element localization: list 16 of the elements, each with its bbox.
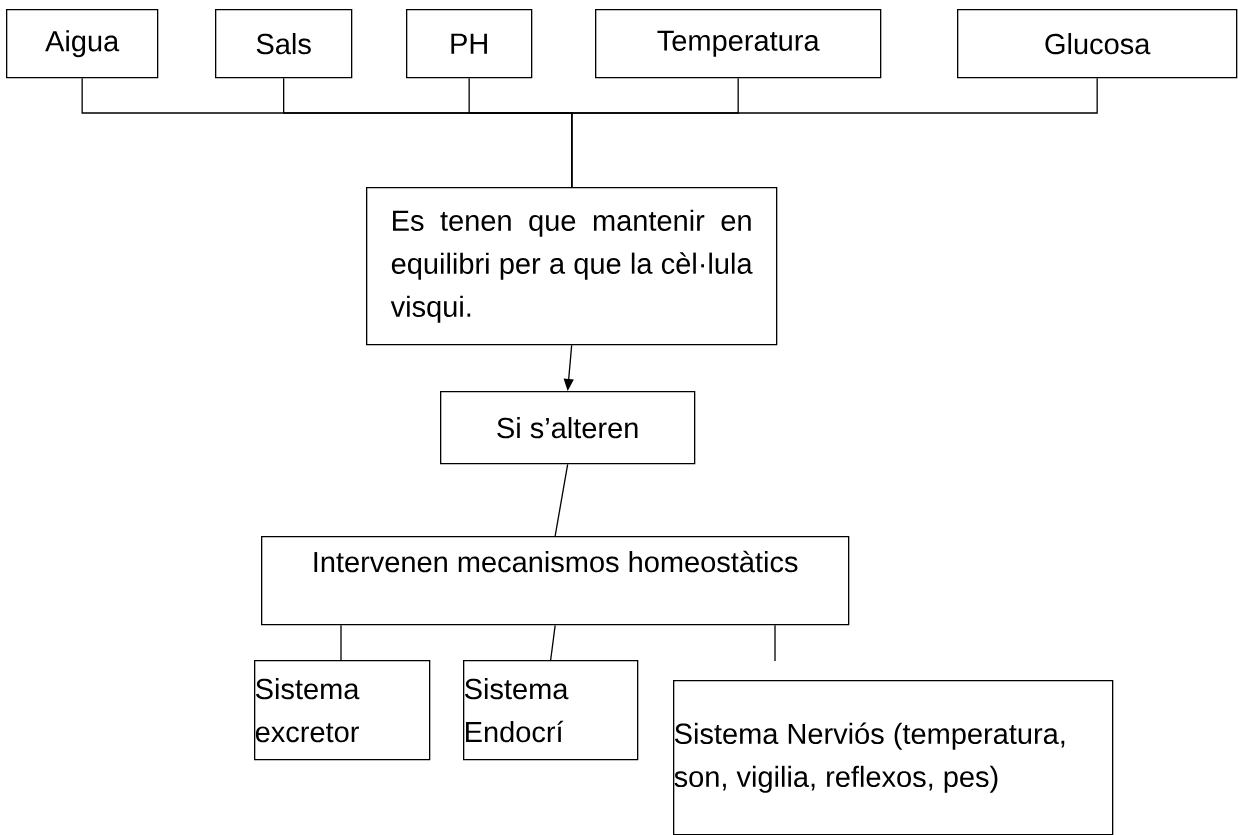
text-box: Sals: [215, 9, 353, 79]
connector-line: [774, 624, 776, 662]
text-box: Sistema Nerviós (temperatura, son, vigilia, reflexos, pes): [673, 680, 1114, 835]
text-box: Temperatura: [595, 9, 882, 79]
text-box: Glucosa: [957, 9, 1238, 79]
text-box: Sistema excretor: [254, 660, 431, 761]
connector-line: [554, 463, 569, 537]
text-box: Sistema Endocrí: [463, 660, 639, 761]
connector-line: [550, 624, 556, 661]
text-box: Intervenen mecanismos homeostàtics: [261, 536, 850, 626]
text-box: Es tenen que mantenir en equilibri per a que la cèl·lula visqui.: [366, 187, 778, 346]
text-box: Si s’alteren: [440, 391, 696, 465]
text-box: PH: [406, 9, 533, 79]
connector-line: [340, 624, 342, 661]
connector-line: [571, 77, 1098, 188]
text-box: Aigua: [6, 9, 159, 79]
